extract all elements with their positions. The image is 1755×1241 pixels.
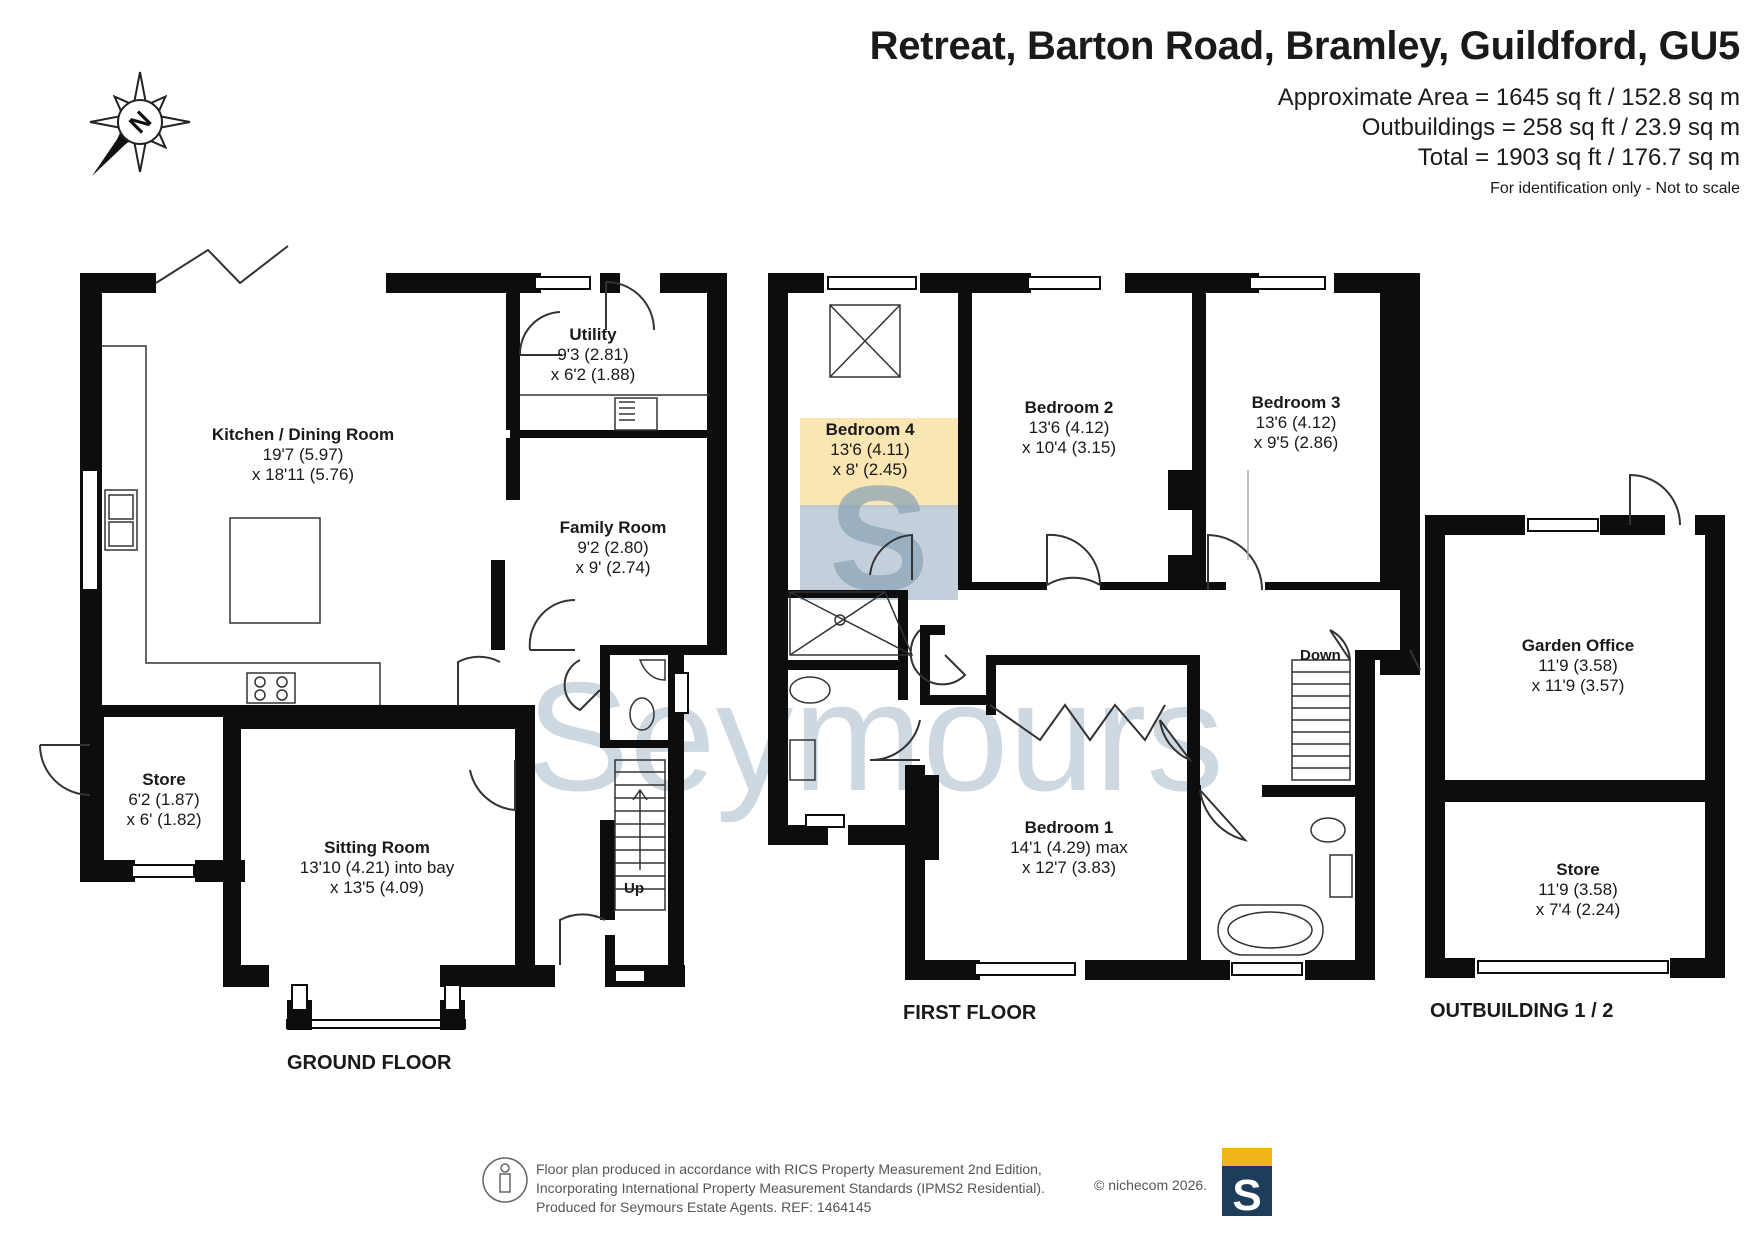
utility-sink-icon (614, 397, 658, 431)
total-area: Total = 1903 sq ft / 176.7 sq m (1417, 144, 1740, 171)
hob-icon (246, 672, 296, 704)
sink-icon (104, 489, 138, 551)
first-floor-label: FIRST FLOOR (903, 1002, 1037, 1024)
first-doors (869, 533, 1421, 842)
room-family: Family Room 9'2 (2.80) x 9' (2.74) (559, 518, 667, 577)
room-store-ground: Store 6'2 (1.87) x 6' (1.82) (126, 770, 202, 829)
approximate-area: Approximate Area = 1645 sq ft / 152.8 sq… (1277, 84, 1740, 111)
ground-doors (39, 245, 655, 965)
ground-floor-walls (80, 273, 727, 1030)
svg-text:S: S (1232, 1171, 1261, 1220)
room-bedroom-1: Bedroom 1 14'1 (4.29) max x 12'7 (3.83) (1010, 818, 1128, 877)
room-garden-office: Garden Office 11'9 (3.58) x 11'9 (3.57) (1521, 636, 1635, 695)
kitchen-island (229, 517, 321, 624)
property-title: Retreat, Barton Road, Bramley, Guildford… (869, 24, 1741, 68)
outbuilding-door (1629, 473, 1681, 526)
compass-icon: N (89, 71, 191, 176)
room-bedroom-4: Bedroom 4 13'6 (4.11) x 8' (2.45) (825, 420, 915, 479)
watermark-text: Seymours (526, 650, 1224, 823)
skylight-icon (829, 304, 901, 378)
room-sitting: Sitting Room 13'10 (4.21) into bay x 13'… (299, 838, 455, 897)
ground-fittings (102, 345, 710, 911)
toilet-icon (789, 676, 831, 704)
outbuilding-label: OUTBUILDING 1 / 2 (1430, 1000, 1614, 1022)
basin-icon (1329, 854, 1353, 898)
first-windows (805, 276, 1326, 976)
seymours-logo: S (1222, 1148, 1272, 1220)
basin-icon (789, 739, 816, 781)
basin-icon (638, 659, 666, 681)
toilet-icon (1310, 817, 1346, 843)
ground-floor-label: GROUND FLOOR (287, 1052, 452, 1074)
ground-windows (81, 276, 689, 1011)
stairs-down-label: Down (1300, 647, 1341, 664)
bath-icon (1217, 904, 1324, 956)
outbuildings-area: Outbuildings = 258 sq ft / 23.9 sq m (1361, 114, 1740, 141)
room-store-outbuilding: Store 11'9 (3.58) x 7'4 (2.24) (1535, 860, 1621, 919)
outbuilding-walls (1425, 515, 1725, 978)
person-icon (482, 1157, 528, 1203)
footer-notes: Floor plan produced in accordance with R… (536, 1161, 1045, 1215)
first-fittings (789, 304, 1353, 956)
watermark-highlight (800, 418, 958, 508)
copyright: © nichecom 2026. (1094, 1177, 1208, 1193)
toilet-icon (629, 697, 655, 731)
room-bedroom-2: Bedroom 2 13'6 (4.12) x 10'4 (3.15) (1022, 398, 1116, 457)
room-kitchen-dining: Kitchen / Dining Room 19'7 (5.97) x 18'1… (211, 425, 395, 484)
first-floor-walls (768, 273, 1420, 980)
room-bedroom-3: Bedroom 3 13'6 (4.12) x 9'5 (2.86) (1251, 393, 1341, 452)
stairs-up (614, 759, 666, 911)
outbuilding-windows (1477, 518, 1669, 974)
stairs-up-label: Up (624, 880, 644, 897)
room-utility: Utility 9'3 (2.81) x 6'2 (1.88) (550, 325, 636, 384)
disclaimer: For identification only - Not to scale (1490, 180, 1740, 197)
